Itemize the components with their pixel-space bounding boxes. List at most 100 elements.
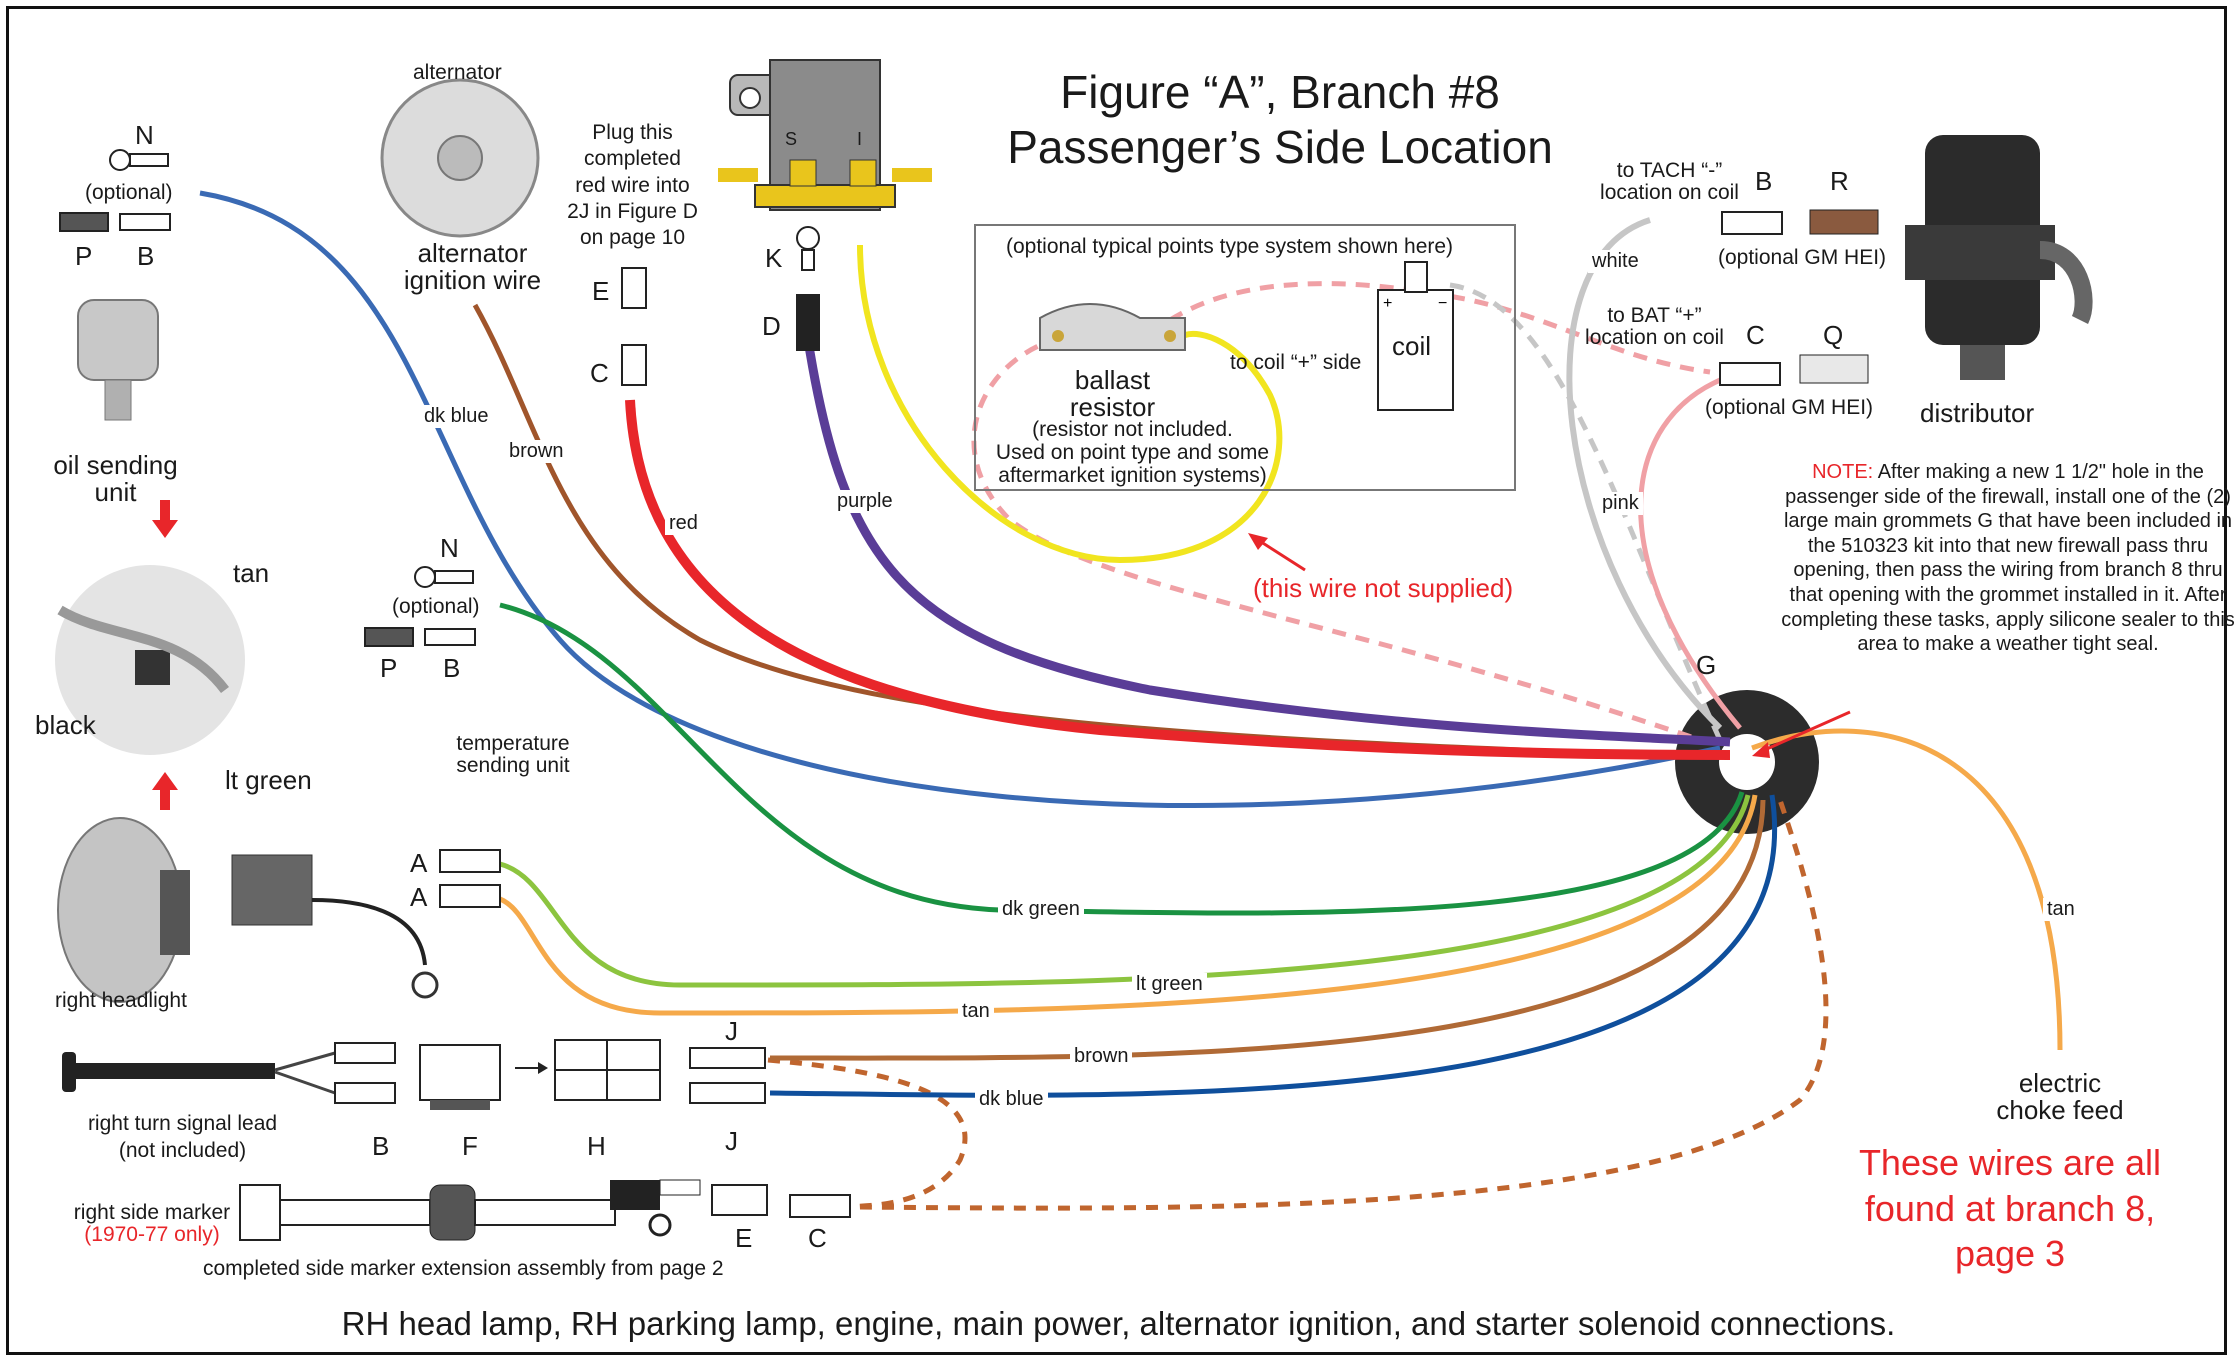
note-prefix: NOTE:: [1812, 461, 1874, 483]
wire-tan-choke: [1751, 728, 2063, 1051]
connector-p-top: P: [75, 241, 93, 271]
alt-ign-line-2: ignition wire: [403, 265, 542, 296]
tan-label: tan: [233, 558, 270, 588]
grommet-g: [1675, 690, 1819, 834]
optional-hei-2: (optional GM HEI): [1705, 396, 1874, 419]
turn-line-1: right turn signal lead: [87, 1112, 278, 1135]
side-marker-extension-label: completed side marker extension assembly…: [203, 1257, 724, 1280]
plug-note: Plug this completed red wire into 2J in …: [560, 120, 705, 251]
firewall-note: NOTE: After making a new 1 1/2" hole in …: [1778, 460, 2237, 657]
plug-note-line: Plug this: [592, 121, 673, 144]
tach-line-1: to TACH “-”: [1616, 159, 1723, 182]
side-marker-line: right side marker: [73, 1201, 231, 1224]
connector-f: F: [462, 1131, 478, 1161]
ballast-line-1: ballast: [1074, 365, 1151, 395]
side-marker-years: (1970-77 only): [84, 1223, 220, 1247]
ballast-resistor-icon: [1039, 303, 1186, 351]
red-arrow-down: [152, 520, 178, 538]
oil-sending-unit-icon: [77, 299, 159, 421]
wire-dashed-white-coil: [1449, 282, 1723, 742]
wire-pink: [1638, 375, 1742, 730]
right-turn-signal-lead-label: right turn signal lead (not included): [75, 1110, 290, 1165]
right-side-marker-label: right side marker (1970-77 only): [62, 1201, 242, 1247]
wire-brown-bottom: [769, 799, 1766, 1061]
svg-text:−: −: [1438, 295, 1447, 312]
terminal-connectors: [59, 149, 1783, 1218]
points-box: [974, 224, 1516, 491]
diagram-caption: RH head lamp, RH parking lamp, engine, m…: [341, 1305, 1896, 1342]
plug-note-line: on page 10: [579, 226, 686, 249]
connector-q-label: Q: [1823, 320, 1844, 350]
wire-yellow: [857, 244, 1283, 564]
connector-p-mid: P: [380, 653, 398, 683]
black-label: black: [35, 710, 96, 740]
to-coil-label: to coil “+” side: [1230, 351, 1362, 374]
connector-d: D: [762, 311, 781, 341]
coil-label: coil: [1392, 331, 1432, 361]
temp-line-2: sending unit: [456, 754, 570, 778]
diagram-frame: [6, 6, 2227, 1355]
right-headlight-label: right headlight: [55, 989, 187, 1012]
wire-red: [625, 399, 1731, 760]
wire-label-tan: tan: [958, 1000, 994, 1023]
wire-label-dk-blue-top: dk blue: [420, 405, 493, 428]
note-arrow: [1759, 710, 1851, 754]
points-box-heading: (optional typical points type system sho…: [1006, 235, 1454, 258]
connector-n-mid: N: [440, 533, 459, 563]
connector-c-bottom: C: [808, 1223, 827, 1253]
oil-line-1: oil sending: [53, 450, 178, 480]
electric-choke-feed-label: electric choke feed: [1975, 1068, 2145, 1126]
bat-line-2: location on coil: [1585, 326, 1724, 350]
connector-e-top: E: [592, 276, 610, 306]
tach-note: to TACH “-” location on coil: [1592, 159, 1747, 205]
oil-sending-unit-label: oil sending unit: [38, 450, 193, 507]
wire-dashed-brown-marker: [767, 799, 1829, 1211]
bat-note: to BAT “+” location on coil: [1582, 304, 1727, 350]
right-headlight-icon: [57, 817, 190, 1003]
red-arrow-up: [152, 772, 178, 790]
connector-b-mid: B: [443, 653, 461, 683]
wire-label-brown-top: brown: [505, 440, 568, 463]
connector-r-label: R: [1830, 166, 1849, 196]
solenoid-i-label: I: [857, 129, 863, 149]
not-supplied-label: (this wire not supplied): [1253, 573, 1514, 603]
wire-label-pink: pink: [1598, 492, 1643, 515]
ballast-note-line: (resistor not included.: [1032, 418, 1233, 441]
wire-label-white: white: [1588, 250, 1643, 273]
headlight-plug: [231, 854, 313, 926]
note-text: After making a new 1 1/2" hole in the pa…: [1781, 461, 2235, 656]
ballast-resistor-label: ballast resistor: [1050, 365, 1175, 423]
connector-j1: J: [725, 1016, 738, 1046]
ballast-line-2: resistor: [1069, 392, 1156, 423]
connector-b-bottom: B: [372, 1131, 390, 1161]
optional-mid: (optional): [392, 595, 480, 618]
connector-f: [419, 1044, 501, 1101]
bat-line-1: to BAT “+”: [1607, 304, 1702, 327]
alt-ign-line-1: alternator: [417, 238, 528, 268]
plug-note-line: 2J in Figure D: [567, 199, 698, 223]
choke-line-2: choke feed: [1996, 1095, 2124, 1126]
tach-line-2: location on coil: [1600, 181, 1739, 205]
ballast-note: (resistor not included. Used on point ty…: [985, 418, 1280, 487]
side-marker-extension-icon: [239, 1179, 768, 1241]
connector-e-bottom: E: [735, 1223, 753, 1253]
diagram-title: Figure “A”, Branch #8 Passenger’s Side L…: [960, 65, 1600, 175]
wire-dk-green: [499, 602, 1745, 916]
connector-c-dist: C: [1746, 320, 1765, 350]
connector-j2: J: [725, 1126, 738, 1156]
title-line-2: Passenger’s Side Location: [1007, 121, 1553, 174]
wire-label-tan-choke: tan: [2043, 898, 2079, 921]
solenoid-s-label: S: [785, 129, 798, 149]
connector-b-top: B: [137, 241, 155, 271]
turn-signal-lead: [62, 1052, 76, 1092]
temp-line-1: temperature: [456, 732, 570, 755]
choke-line-1: electric: [2018, 1068, 2102, 1098]
wire-label-lt-green: lt green: [1132, 973, 1207, 996]
turn-line-2: (not included): [118, 1139, 247, 1163]
wire-label-brown-bottom: brown: [1070, 1045, 1133, 1068]
connector-n-top: N: [135, 120, 154, 150]
distributor-label: distributor: [1920, 398, 2035, 428]
wire-label-purple: purple: [833, 490, 897, 513]
connector-k: K: [765, 243, 783, 273]
connector-b-dist: B: [1755, 166, 1773, 196]
